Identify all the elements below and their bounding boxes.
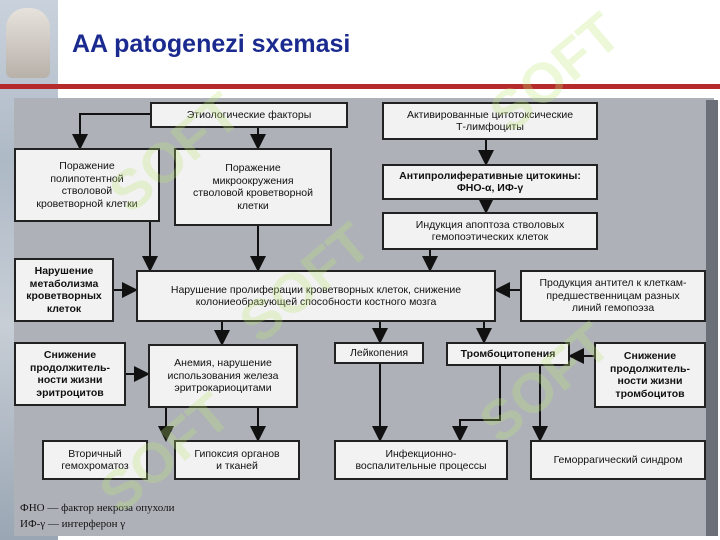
box-anemia: Анемия, нарушение использования железа э… <box>148 344 298 408</box>
box-leukopenia: Лейкопения <box>334 342 424 364</box>
box-microenv: Поражение микроокружения стволовой крове… <box>174 148 332 226</box>
title-divider <box>0 84 720 89</box>
box-hemochromatosis: Вторичный гемохроматоз <box>42 440 148 480</box>
box-hypoxia: Гипоксия органов и тканей <box>174 440 300 480</box>
box-hemorrhagic: Геморрагический синдром <box>530 440 706 480</box>
arrow-etiology-polypotent <box>72 113 150 150</box>
box-etiology: Этиологические факторы <box>150 102 348 128</box>
box-erythro-life: Снижение продолжитель- ности жизни эритр… <box>14 342 126 406</box>
arrow-thrombocytopenia-infection <box>452 366 501 442</box>
box-proliferation: Нарушение пролиферации кроветворных клет… <box>136 270 496 322</box>
box-cytotoxic: Активированные цитотоксические Т-лимфоци… <box>382 102 598 140</box>
panel-shadow <box>706 100 718 536</box>
box-thrombocytopenia: Тромбоцитопения <box>446 342 570 366</box>
box-thrombo-life: Снижение продолжитель- ности жизни тромб… <box>594 342 706 408</box>
box-antibodies: Продукция антител к клеткам- предшествен… <box>520 270 706 322</box>
box-metabolism: Нарушение метаболизма кроветворных клето… <box>14 258 114 322</box>
box-infection: Инфекционно- воспалительные процессы <box>334 440 508 480</box>
box-polypotent: Поражение полипотентной стволовой кровет… <box>14 148 160 222</box>
page-title: AA patogenezi sxemasi <box>72 30 351 58</box>
legend-line-2: ИФ-γ — интерферон γ <box>20 518 126 530</box>
legend-line-1: ФНО — фактор некроза опухоли <box>20 502 175 514</box>
doctor-figure-icon <box>6 8 50 78</box>
box-antiprolif: Антипролиферативные цитокины: ФНО-α, ИФ-… <box>382 164 598 200</box>
box-apoptosis: Индукция апоптоза стволовых гемопоэтичес… <box>382 212 598 250</box>
